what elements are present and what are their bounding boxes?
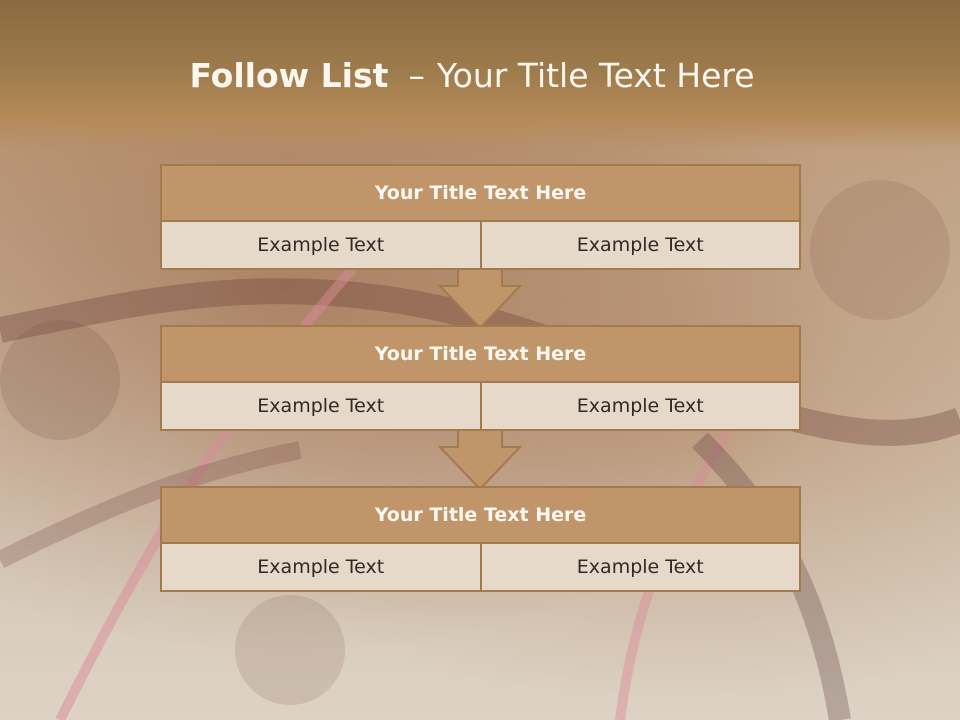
group-row: Example Text Example Text: [160, 381, 801, 431]
list-group-2: Your Title Text Here Example Text Exampl…: [160, 325, 801, 431]
slide-title: Follow List–Your Title Text Here: [0, 55, 944, 97]
cell-right: Example Text: [479, 542, 801, 592]
list-group-1: Your Title Text Here Example Text Exampl…: [160, 164, 801, 270]
down-arrow-icon: [438, 429, 522, 491]
cell-left: Example Text: [160, 220, 482, 270]
cell-left: Example Text: [160, 381, 482, 431]
title-rest: Your Title Text Here: [436, 56, 755, 95]
title-bar: [0, 0, 960, 150]
group-title: Your Title Text Here: [160, 486, 801, 544]
list-group-3: Your Title Text Here Example Text Exampl…: [160, 486, 801, 592]
down-arrow-icon: [438, 268, 522, 330]
group-row: Example Text Example Text: [160, 542, 801, 592]
title-dash: –: [408, 56, 425, 95]
group-title: Your Title Text Here: [160, 325, 801, 383]
cell-left: Example Text: [160, 542, 482, 592]
cell-right: Example Text: [479, 220, 801, 270]
cell-right: Example Text: [479, 381, 801, 431]
title-bold: Follow List: [189, 56, 389, 95]
group-row: Example Text Example Text: [160, 220, 801, 270]
group-title: Your Title Text Here: [160, 164, 801, 222]
